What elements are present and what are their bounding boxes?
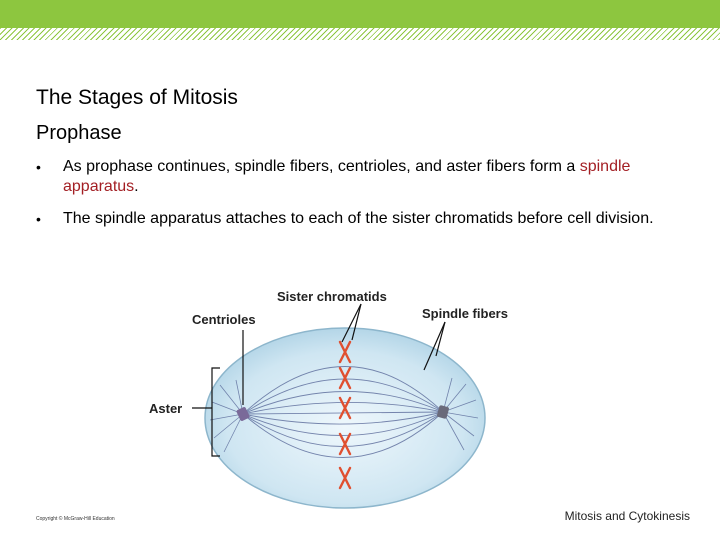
label-centrioles: Centrioles — [192, 312, 256, 327]
sister-chromatids — [338, 340, 352, 490]
cell-body — [204, 327, 486, 509]
label-spindle-fibers: Spindle fibers — [422, 306, 508, 321]
key-term: spindle apparatus — [63, 158, 631, 195]
slide-subtitle: Prophase — [36, 122, 122, 144]
bullet-item: As prophase continues, spindle fibers, c… — [36, 157, 686, 197]
mitosis-figure: Sister chromatids Centrioles Spindle fib… — [149, 289, 508, 509]
centriole-left — [236, 407, 250, 421]
pointer-lines — [192, 303, 446, 457]
top-accent-bar — [0, 0, 720, 28]
footer-section-title: Mitosis and Cytokinesis — [564, 509, 690, 523]
bullet-item: The spindle apparatus attaches to each o… — [36, 209, 686, 229]
bullet-list: As prophase continues, spindle fibers, c… — [36, 157, 686, 241]
slide-title: The Stages of Mitosis — [36, 86, 238, 109]
label-aster: Aster — [149, 401, 182, 416]
hatched-band — [0, 28, 720, 40]
label-sister-chromatids: Sister chromatids — [277, 289, 387, 304]
copyright-notice: Copyright © McGraw-Hill Education — [36, 516, 115, 522]
centriole-right — [437, 405, 449, 419]
